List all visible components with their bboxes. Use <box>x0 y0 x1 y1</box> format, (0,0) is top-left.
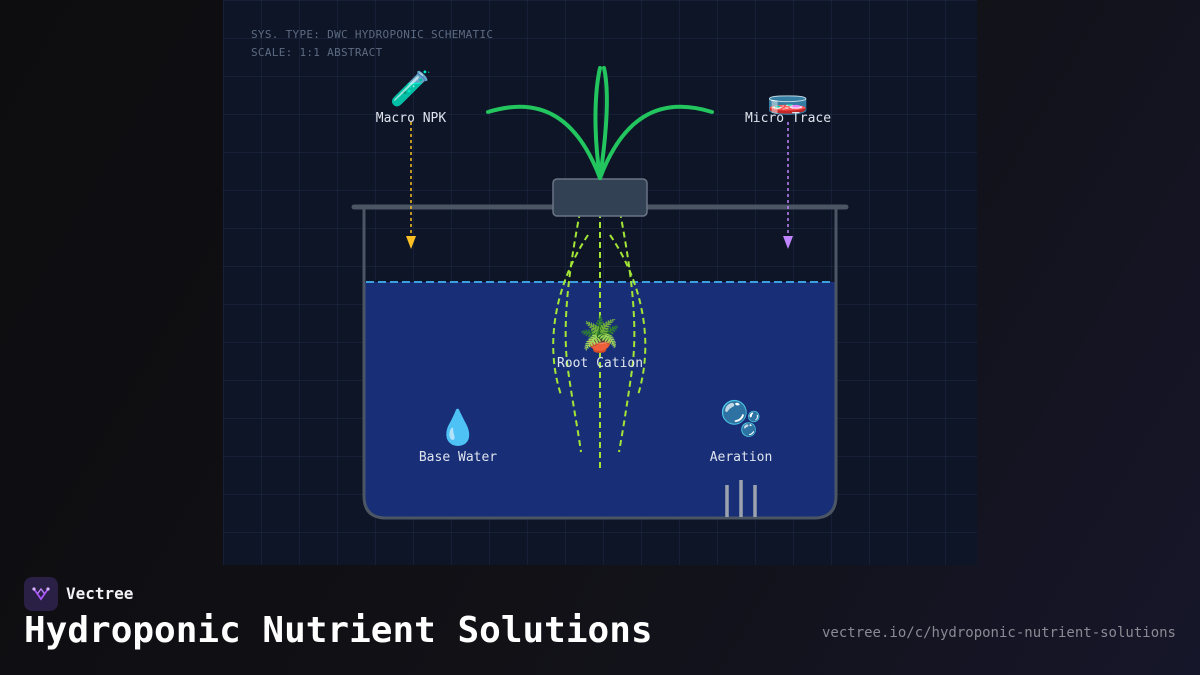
aeration-label: Aeration <box>709 450 773 465</box>
macro-npk-label: Macro NPK <box>375 111 447 126</box>
page-title: Hydroponic Nutrient Solutions <box>24 610 653 651</box>
plant-roots <box>552 211 647 468</box>
petri-dish-icon: 🧫 <box>766 77 810 117</box>
hydroponic-diagram <box>351 66 849 520</box>
potted-plant-icon: 🪴 <box>578 315 622 355</box>
page-url-link[interactable]: vectree.io/c/hydroponic-nutrient-solutio… <box>821 625 1176 641</box>
scale-text: SCALE: 1:1 ABSTRACT <box>251 46 383 59</box>
macro-dosing-arrow <box>406 236 416 249</box>
micro-trace-label: Micro Trace <box>744 111 832 126</box>
system-type-text: SYS. TYPE: DWC HYDROPONIC SCHEMATIC <box>251 28 494 41</box>
brand-name: Vectree <box>66 584 134 603</box>
bubbles-icon: 🫧 <box>719 399 763 439</box>
base-water-label: Base Water <box>418 450 498 465</box>
plant-leaves <box>486 66 714 180</box>
nutrient-water <box>365 282 835 518</box>
air-stone-tubes <box>725 480 757 517</box>
reservoir-container <box>362 208 838 520</box>
micro-dosing-arrow <box>783 236 793 249</box>
vectree-logo-icon <box>24 577 58 611</box>
net-pot <box>552 178 648 217</box>
schematic-panel: SYS. TYPE: DWC HYDROPONIC SCHEMATIC SCAL… <box>223 0 977 565</box>
test-tube-icon: 🧪 <box>389 69 433 109</box>
root-cation-label: Root Cation <box>556 356 644 371</box>
water-drop-icon: 💧 <box>436 408 480 448</box>
